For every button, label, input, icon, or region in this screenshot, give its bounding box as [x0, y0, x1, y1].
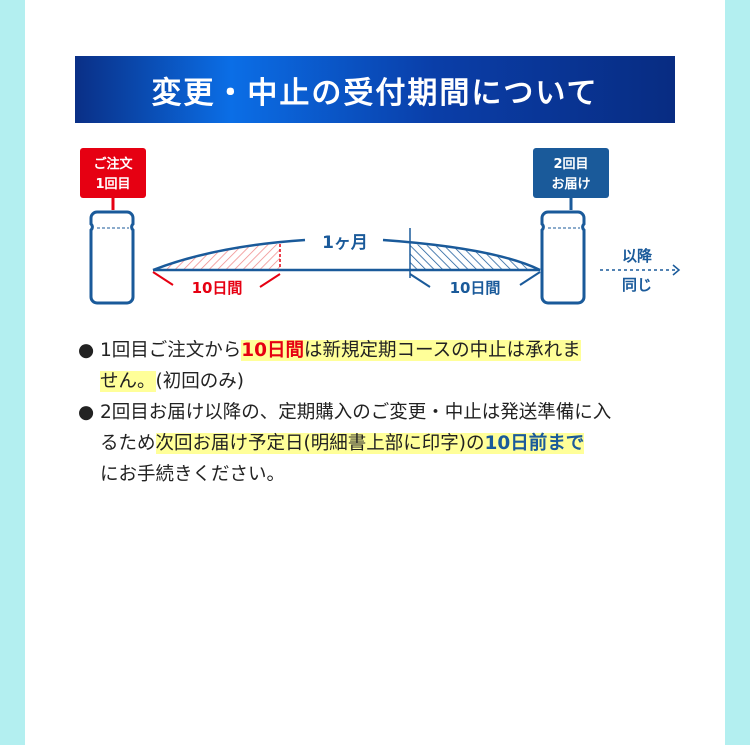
left-period-label: 10日間 — [192, 279, 243, 297]
schedule-diagram: ご注文 1回目 2回目 お届け 1ヶ月 10日間 10日間 以降 同じ — [80, 148, 681, 305]
right-period-label: 10日間 — [450, 279, 501, 297]
note-item: ● 1回目ご注文から10日間は新規定期コースの中止は承れま せん。(初回のみ) — [78, 340, 581, 392]
svg-text:同じ: 同じ — [622, 276, 652, 294]
svg-text:お届け: お届け — [551, 177, 590, 192]
bottle-icon — [89, 210, 135, 305]
second-delivery-label: 2回目 お届け — [533, 148, 609, 210]
page-title: 変更・中止の受付期間について — [75, 56, 675, 123]
svg-text:1回目: 1回目 — [95, 177, 130, 192]
bottle-icon — [540, 210, 586, 305]
svg-text:ご注文: ご注文 — [93, 156, 133, 172]
svg-text:2回目: 2回目 — [553, 157, 588, 172]
svg-text:以降: 以降 — [622, 247, 653, 265]
notes-list: ● 1回目ご注文から10日間は新規定期コースの中止は承れま せん。(初回のみ) … — [78, 335, 698, 490]
note-item: ● 2回目お届け以降の、定期購入のご変更・中止は発送準備に入 るため次回お届け予… — [78, 402, 612, 485]
month-label: 1ヶ月 — [322, 233, 368, 253]
first-order-label: ご注文 1回目 — [80, 148, 146, 210]
arrow-right-icon — [672, 264, 681, 276]
